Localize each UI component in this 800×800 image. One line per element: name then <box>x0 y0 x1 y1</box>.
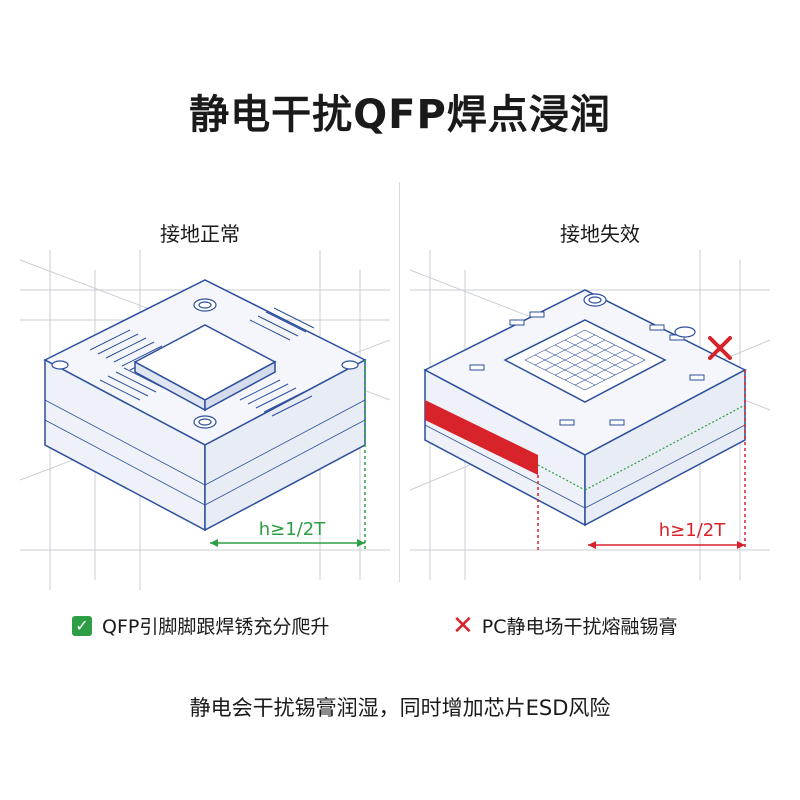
qfp-chip <box>133 324 277 412</box>
caption-left: ✓ QFP引脚脚跟焊锈充分爬升 <box>72 612 329 639</box>
dimension-label-left: h≥1/2T <box>259 519 326 540</box>
qfp-diagram-failed: h≥1/2T <box>410 250 770 580</box>
mounting-holes <box>51 298 359 429</box>
static-field-layer <box>425 400 538 475</box>
qfp-pads <box>469 311 705 426</box>
panel-label-right: 接地失效 <box>560 222 640 246</box>
dimension-arrow <box>210 360 366 550</box>
page-title: 静电干扰QFP焊点浸润 <box>189 92 611 138</box>
mounting-holes <box>583 293 696 338</box>
qfp-diagram-normal: h≥1/2T <box>20 250 390 590</box>
check-icon: ✓ <box>72 615 92 636</box>
cross-icon <box>708 336 732 360</box>
cross-icon: ✕ <box>452 610 474 641</box>
dimension-label-right: h≥1/2T <box>659 520 726 541</box>
qfp-leads <box>89 307 315 417</box>
footer-note: 静电会干扰锡膏润湿，同时增加芯片ESD风险 <box>189 696 611 720</box>
caption-left-text: QFP引脚脚跟焊锈充分爬升 <box>102 616 330 638</box>
caption-right-text: PC静电场干扰熔融锡膏 <box>481 616 678 638</box>
chip-grid <box>524 329 646 391</box>
caption-right: ✕ PC静电场干扰熔融锡膏 <box>452 612 678 639</box>
panel-label-left: 接地正常 <box>160 222 240 246</box>
dimension-arrow <box>537 370 746 550</box>
panel-divider <box>399 182 400 582</box>
qfp-chip <box>503 319 667 403</box>
